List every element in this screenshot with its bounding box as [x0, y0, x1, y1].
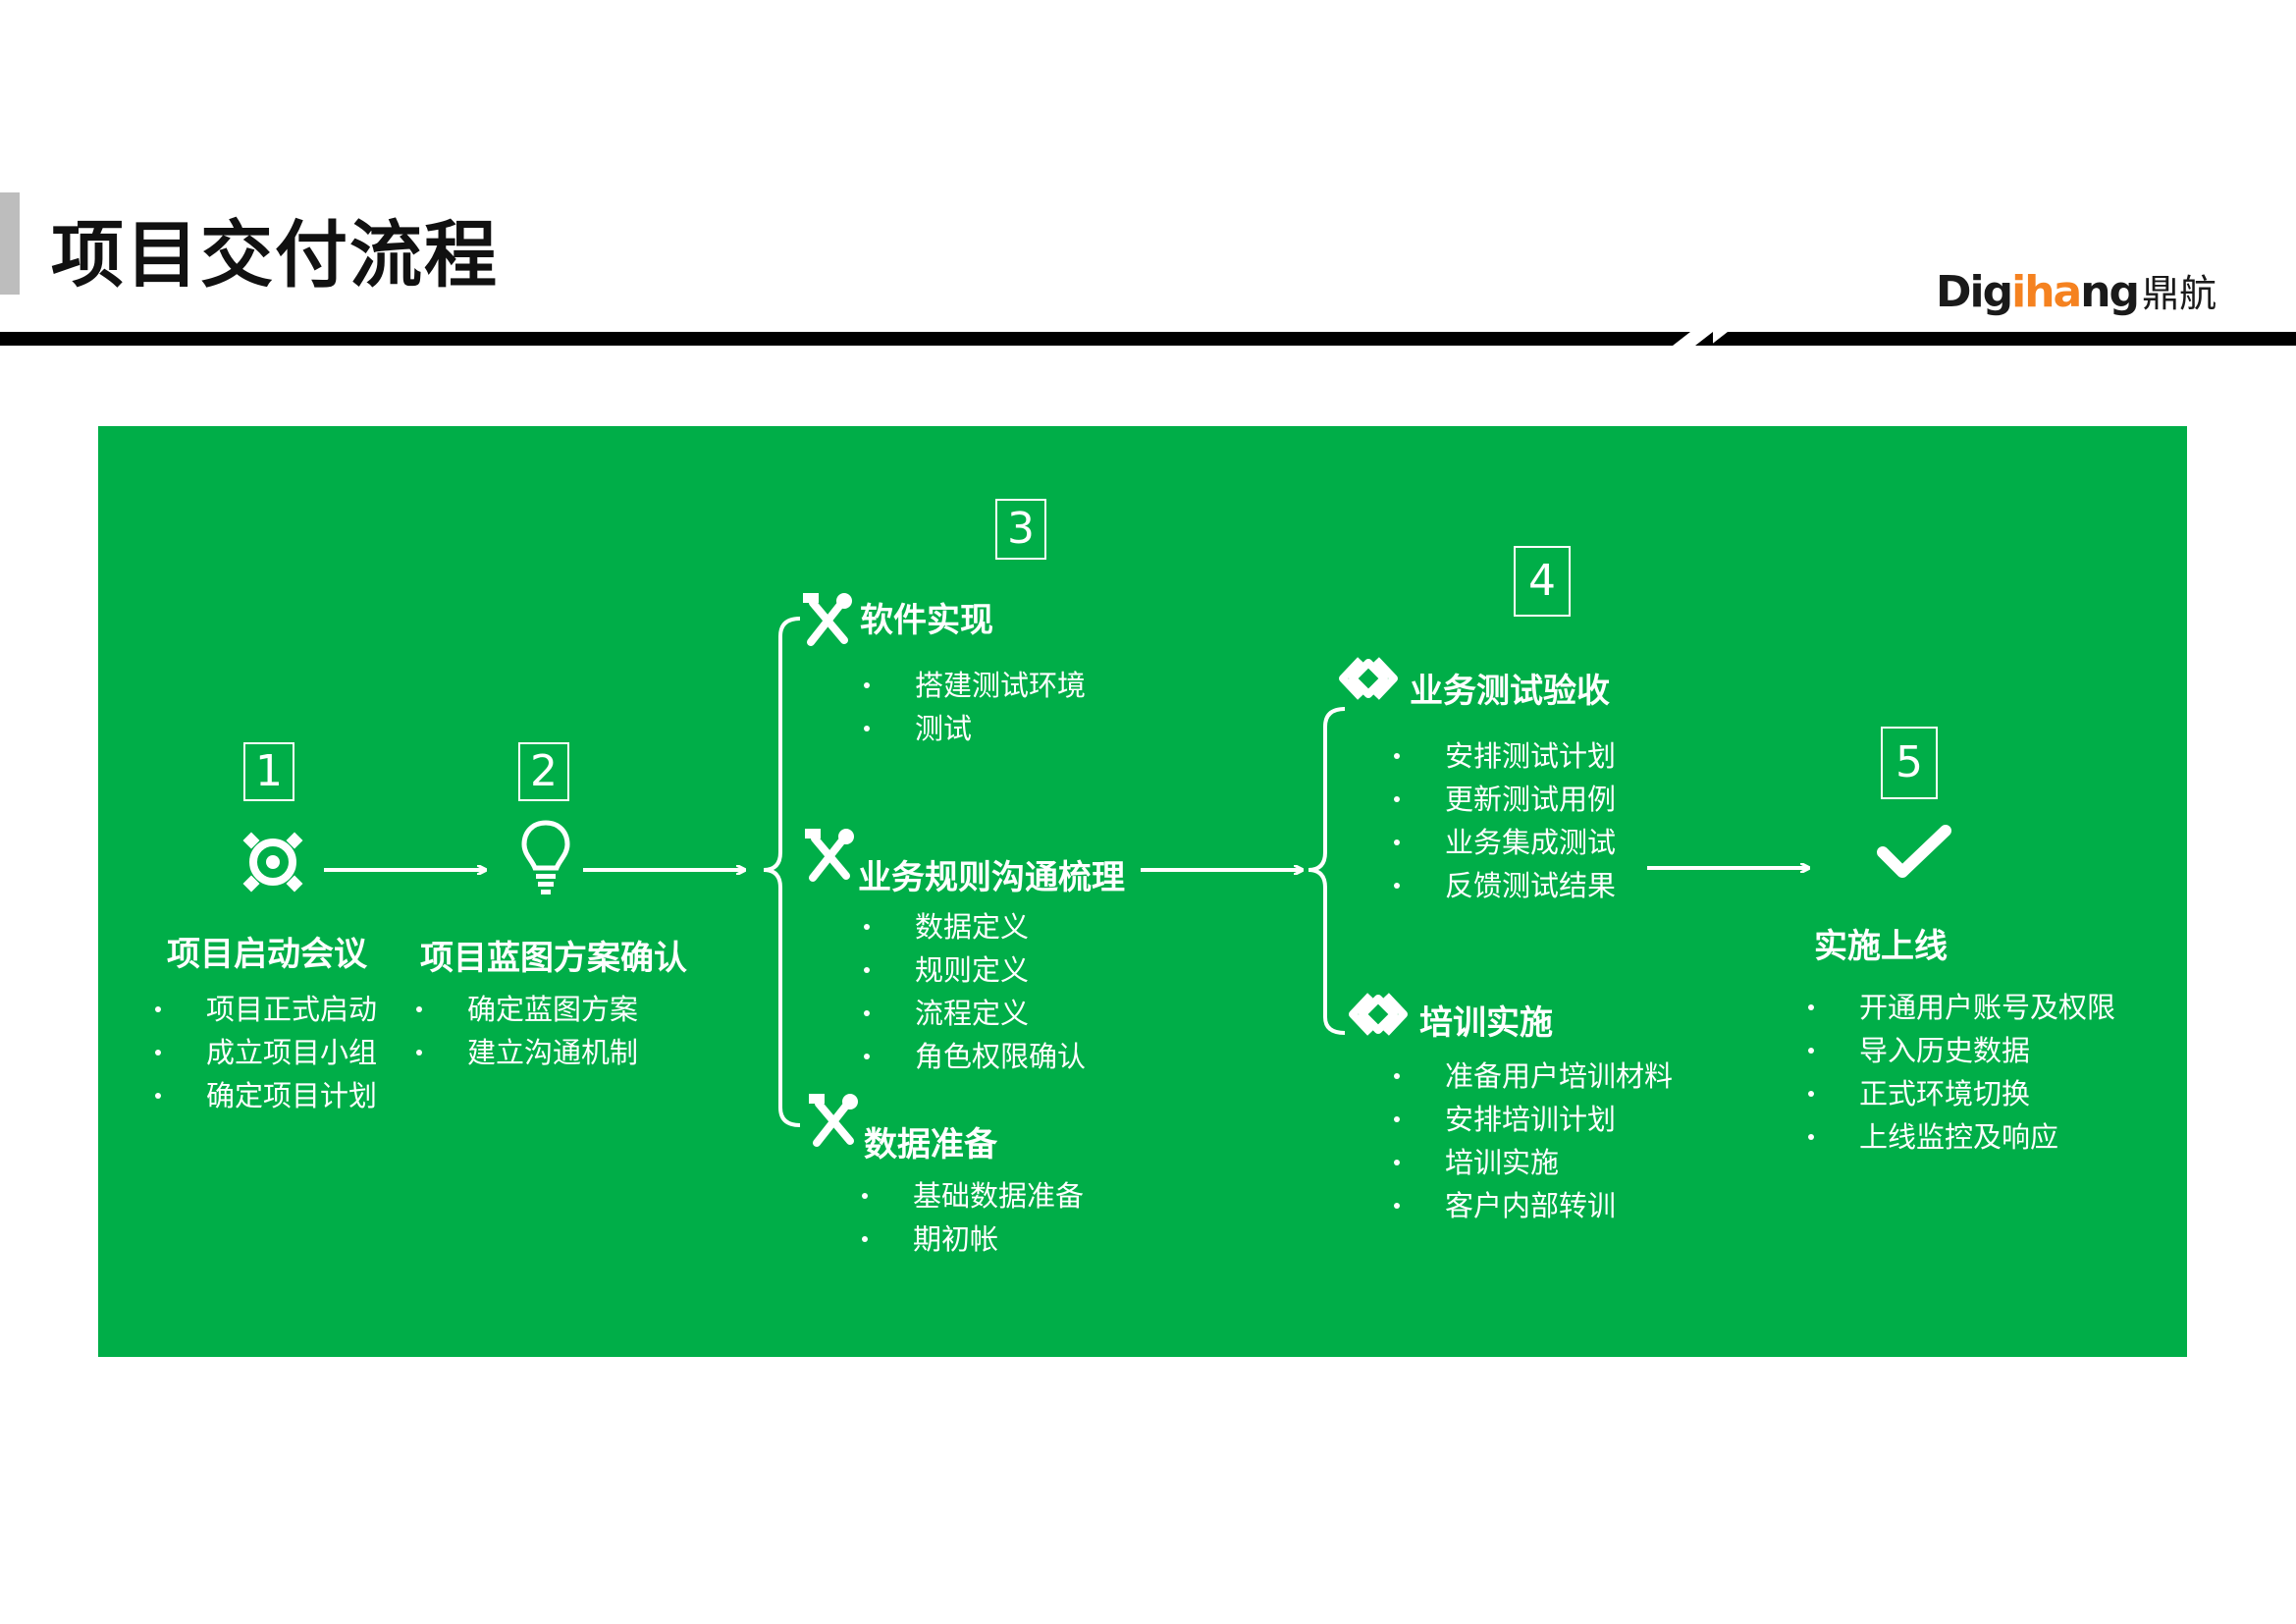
list-item: 更新测试用例	[1393, 778, 1616, 821]
group-title-training: 培训实施	[1419, 1003, 1553, 1043]
stage-number-5: 5	[1881, 727, 1938, 799]
list-item: 客户内部转训	[1393, 1184, 1673, 1227]
list-item: 安排测试计划	[1393, 734, 1616, 778]
bracket-stage-4	[1308, 707, 1346, 1035]
list-item: 反馈测试结果	[1393, 864, 1616, 907]
stage-1-list: 项目正式启动 成立项目小组 确定项目计划	[154, 988, 377, 1117]
tools-icon	[803, 593, 852, 646]
business-rules-list: 数据定义 规则定义 流程定义 角色权限确认	[863, 905, 1086, 1078]
list-item: 业务集成测试	[1393, 821, 1616, 864]
stage-number-2: 2	[518, 742, 569, 801]
group-title-business-rules: 业务规则沟通梳理	[858, 858, 1125, 897]
list-item: 基础数据准备	[861, 1174, 1084, 1218]
tools-icon	[805, 829, 854, 882]
stage-2-list: 确定蓝图方案 建立沟通机制	[415, 988, 638, 1074]
list-item: 准备用户培训材料	[1393, 1055, 1673, 1098]
stage-title-kickoff: 项目启动会议	[167, 935, 367, 974]
list-item: 确定蓝图方案	[415, 988, 638, 1031]
group-title-acceptance: 业务测试验收	[1410, 672, 1610, 711]
acceptance-list: 安排测试计划 更新测试用例 业务集成测试 反馈测试结果	[1393, 734, 1616, 907]
stage-title-golive: 实施上线	[1814, 927, 1948, 966]
list-item: 测试	[863, 707, 1086, 750]
logo-wordmark: Digihang	[1936, 267, 2140, 317]
list-item: 上线监控及响应	[1807, 1115, 2115, 1159]
group-title-data-prep: 数据准备	[864, 1125, 997, 1164]
digihang-logo: Digihang 鼎航	[1936, 263, 2216, 317]
tools-icon	[809, 1094, 858, 1147]
link-icon	[1349, 993, 1408, 1036]
list-item: 流程定义	[863, 992, 1086, 1035]
bracket-stage-3	[763, 617, 801, 1127]
list-item: 角色权限确认	[863, 1035, 1086, 1078]
software-list: 搭建测试环境 测试	[863, 664, 1086, 750]
title-accent-bar	[0, 192, 20, 295]
list-item: 搭建测试环境	[863, 664, 1086, 707]
logo-chinese: 鼎航	[2142, 272, 2217, 315]
list-item: 建立沟通机制	[415, 1031, 638, 1074]
list-item: 期初帐	[861, 1218, 1084, 1261]
link-icon	[1339, 657, 1398, 700]
lightbulb-icon	[521, 820, 570, 894]
list-item: 确定项目计划	[154, 1074, 377, 1117]
list-item: 正式环境切换	[1807, 1072, 2115, 1115]
data-prep-list: 基础数据准备 期初帐	[861, 1174, 1084, 1261]
process-panel	[98, 426, 2187, 1357]
list-item: 成立项目小组	[154, 1031, 377, 1074]
training-list: 准备用户培训材料 安排培训计划 培训实施 客户内部转训	[1393, 1055, 1673, 1227]
page-title: 项目交付流程	[51, 213, 499, 298]
list-item: 安排培训计划	[1393, 1098, 1673, 1141]
stage-number-4: 4	[1514, 546, 1571, 617]
list-item: 开通用户账号及权限	[1807, 986, 2115, 1029]
list-item: 规则定义	[863, 948, 1086, 992]
stage-number-3: 3	[995, 499, 1046, 560]
list-item: 数据定义	[863, 905, 1086, 948]
list-item: 项目正式启动	[154, 988, 377, 1031]
golive-list: 开通用户账号及权限 导入历史数据 正式环境切换 上线监控及响应	[1807, 986, 2115, 1159]
list-item: 培训实施	[1393, 1141, 1673, 1184]
stage-number-1: 1	[243, 742, 294, 801]
checkmark-icon	[1877, 825, 1951, 878]
gear-icon	[242, 832, 303, 893]
stage-title-blueprint: 项目蓝图方案确认	[420, 939, 687, 978]
group-title-software: 软件实现	[860, 601, 993, 640]
list-item: 导入历史数据	[1807, 1029, 2115, 1072]
